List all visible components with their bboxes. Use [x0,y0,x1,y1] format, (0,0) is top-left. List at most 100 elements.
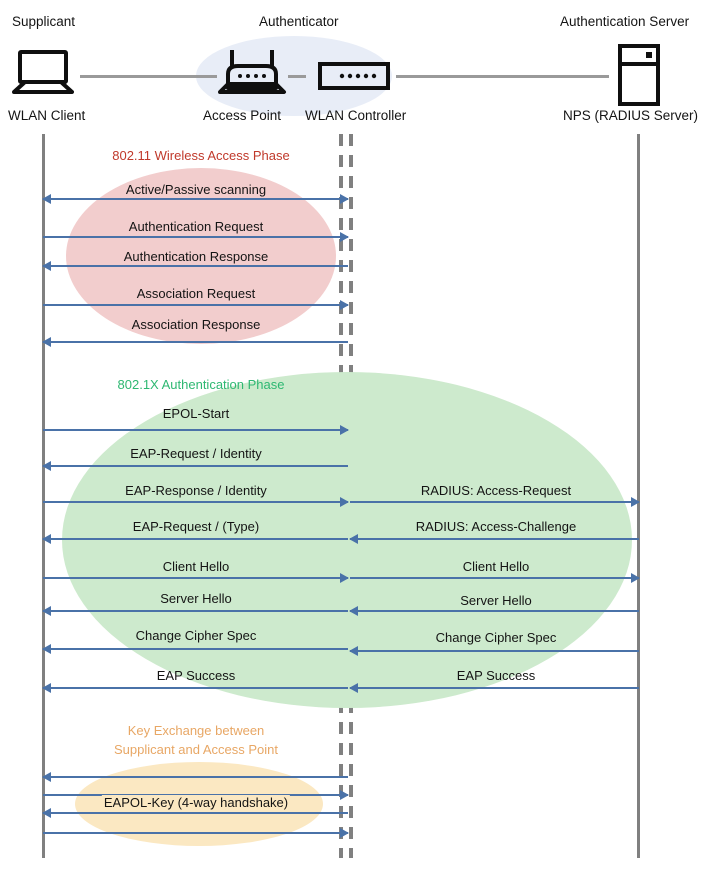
message-association-request [43,300,349,310]
message-label: EAP-Request / Identity [130,446,262,461]
arrow-shaft [43,812,348,814]
wire-ap-to-controller [288,75,306,78]
arrow-head-left [42,337,51,347]
phase-8021x-ellipse [62,372,632,708]
message-server-hello-right [349,606,639,616]
arrow-shaft [43,577,348,579]
arrow-head-left [42,683,51,693]
message-label: Server Hello [460,593,532,608]
wire-controller-to-server [396,75,609,78]
arrow-shaft [43,648,348,650]
arrow-shaft [350,687,639,689]
actor-device-nps-radius-server: NPS (RADIUS Server) [563,108,699,123]
arrow-head-left [349,534,358,544]
access-point-icon [216,48,288,101]
message-label: Change Cipher Spec [435,630,557,645]
message-change-cipher-spec-right [349,646,639,656]
arrow-shaft [43,465,348,467]
arrow-head-left [42,534,51,544]
arrow-head-left [42,772,51,782]
actor-role-authentication-server: Authentication Server [560,14,690,29]
arrow-shaft [43,832,348,834]
arrow-shaft [350,577,639,579]
message-label: Association Response [131,317,261,332]
message-label: Association Request [136,286,256,301]
arrow-shaft [350,501,639,503]
arrow-head-right [340,497,349,507]
arrow-head-left [42,808,51,818]
actor-role-authenticator: Authenticator [259,14,339,29]
message-eapol-key-3 [42,808,348,818]
message-label: EAP-Response / Identity [125,483,267,498]
arrow-head-left [349,646,358,656]
arrow-shaft [43,236,348,238]
arrow-head-left [42,194,51,204]
phase-8021x-title: 802.1X Authentication Phase [117,377,285,392]
arrow-shaft [43,687,348,689]
lifeline-authentication-server [637,134,640,858]
server-icon [617,44,661,111]
arrow-head-right [340,194,349,204]
laptop-icon [12,50,74,99]
message-label: Client Hello [162,559,230,574]
message-epol-start [43,425,349,435]
arrow-shaft [43,198,348,200]
message-label: EAP-Request / (Type) [132,519,260,534]
arrow-shaft [350,650,639,652]
lifeline-supplicant [42,134,45,858]
arrow-head-left [349,606,358,616]
arrow-shaft [43,538,348,540]
arrow-shaft [43,610,348,612]
message-active-passive-scanning [42,194,349,204]
arrow-head-right [340,573,349,583]
message-eapol-key-1 [42,772,348,782]
message-change-cipher-spec-left [42,644,348,654]
arrow-head-right [631,573,640,583]
phase-key-exchange-title-line1: Key Exchange between [127,723,265,738]
arrow-shaft [43,429,348,431]
message-eap-request-identity [42,461,348,471]
arrow-head-right [340,300,349,310]
phase-key-exchange-title-line2: Supplicant and Access Point [113,742,279,757]
message-label: EPOL-Start [162,406,230,421]
arrow-shaft [43,501,348,503]
arrow-head-right [340,425,349,435]
message-authentication-request [43,232,349,242]
arrow-shaft [43,265,348,267]
message-label: RADIUS: Access-Request [420,483,572,498]
arrow-head-right [340,828,349,838]
arrow-head-left [42,461,51,471]
message-eapol-key-4 [43,828,349,838]
arrow-head-left [42,606,51,616]
message-radius-access-request [350,497,640,507]
actor-device-wlan-client: WLAN Client [8,108,86,123]
message-label: Server Hello [160,591,232,606]
arrow-head-left [42,261,51,271]
message-label: EAP Success [456,668,536,683]
message-label: RADIUS: Access-Challenge [415,519,577,534]
message-eap-success-right [349,683,639,693]
phase-key-exchange-title: Key Exchange between Supplicant and Acce… [80,721,312,759]
message-label: Change Cipher Spec [135,628,257,643]
message-label: EAPOL-Key (4-way handshake) [101,795,291,810]
wlan-controller-icon [318,62,390,95]
actor-device-wlan-controller: WLAN Controller [305,108,407,123]
message-radius-access-challenge [349,534,639,544]
arrow-shaft [350,610,639,612]
arrow-shaft [350,538,639,540]
message-authentication-response [42,261,348,271]
message-label: Client Hello [462,559,530,574]
phase-80211-title: 802.11 Wireless Access Phase [112,148,290,163]
arrow-shaft [43,341,348,343]
message-label: Authentication Request [128,219,264,234]
message-association-response [42,337,348,347]
message-server-hello-left [42,606,348,616]
message-client-hello-left [43,573,349,583]
arrow-head-left [42,644,51,654]
message-label: Authentication Response [123,249,269,264]
message-client-hello-right [350,573,640,583]
arrow-shaft [43,776,348,778]
arrow-head-right [631,497,640,507]
message-label: EAP Success [156,668,236,683]
